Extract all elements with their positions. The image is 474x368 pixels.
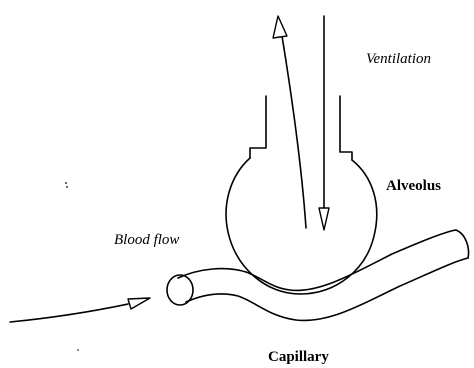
capillary-upper-wall [178, 230, 456, 290]
ventilation-out-arrowhead [273, 16, 287, 38]
alveolar-duct [250, 96, 352, 160]
blood-flow-arrow [10, 298, 150, 322]
blood-flow-arrow-shaft [10, 304, 128, 322]
ventilation-label: Ventilation [366, 51, 431, 67]
ventilation-out-arrow-shaft [282, 36, 306, 228]
capillary-opening [167, 275, 193, 305]
alveolus-label: Alveolus [386, 178, 441, 194]
blood-flow-label: Blood flow [114, 232, 179, 248]
ventilation-arrows [273, 16, 329, 230]
capillary-label: Capillary [268, 349, 329, 365]
duct-left-wall [250, 96, 266, 158]
duct-right-wall [340, 96, 352, 160]
capillary-right-end [456, 230, 469, 258]
blood-flow-arrowhead [128, 298, 150, 309]
scan-specks [65, 182, 79, 351]
capillary-tube [167, 230, 469, 320]
ventilation-in-arrowhead [319, 208, 329, 230]
